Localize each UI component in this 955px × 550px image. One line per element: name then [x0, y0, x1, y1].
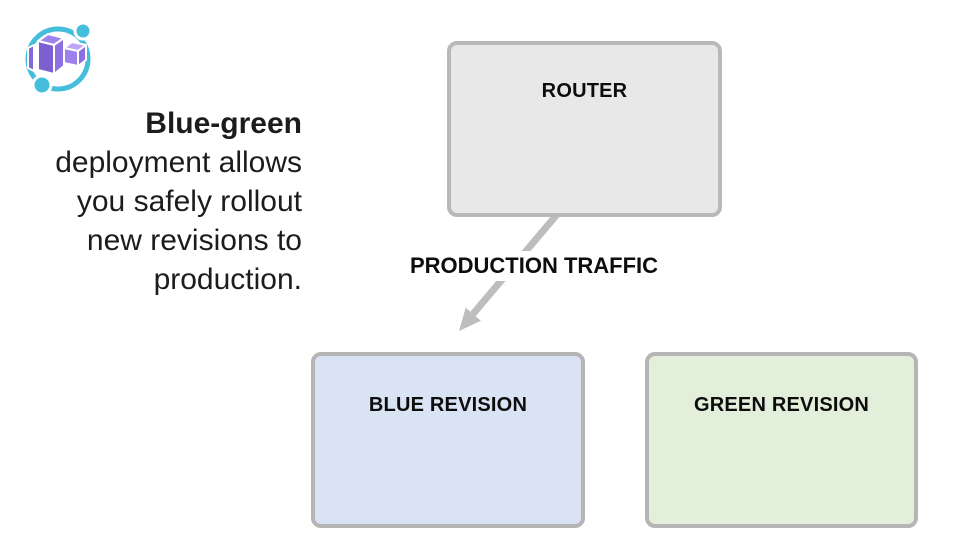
tagline-line: deployment allows [55, 146, 302, 179]
router-box: ROUTER [447, 41, 722, 217]
green-revision-box: GREEN REVISION [645, 352, 918, 528]
container-apps-icon [25, 21, 93, 96]
traffic-arrow-head [459, 307, 481, 331]
tagline-line: production. [153, 263, 302, 296]
production-traffic-label: PRODUCTION TRAFFIC [404, 251, 664, 281]
blue-revision-box-label: BLUE REVISION [368, 394, 528, 416]
blue-revision-box: BLUE REVISION [311, 352, 585, 528]
router-box-label: ROUTER [541, 80, 628, 102]
green-revision-box-label: GREEN REVISION [693, 394, 870, 416]
tagline-line-bold: Blue-green [145, 107, 302, 140]
tagline-line: new revisions to [86, 224, 302, 257]
tagline-line: you safely rollout [76, 185, 302, 218]
tagline-text: Blue-green deployment allows you safely … [22, 104, 302, 299]
